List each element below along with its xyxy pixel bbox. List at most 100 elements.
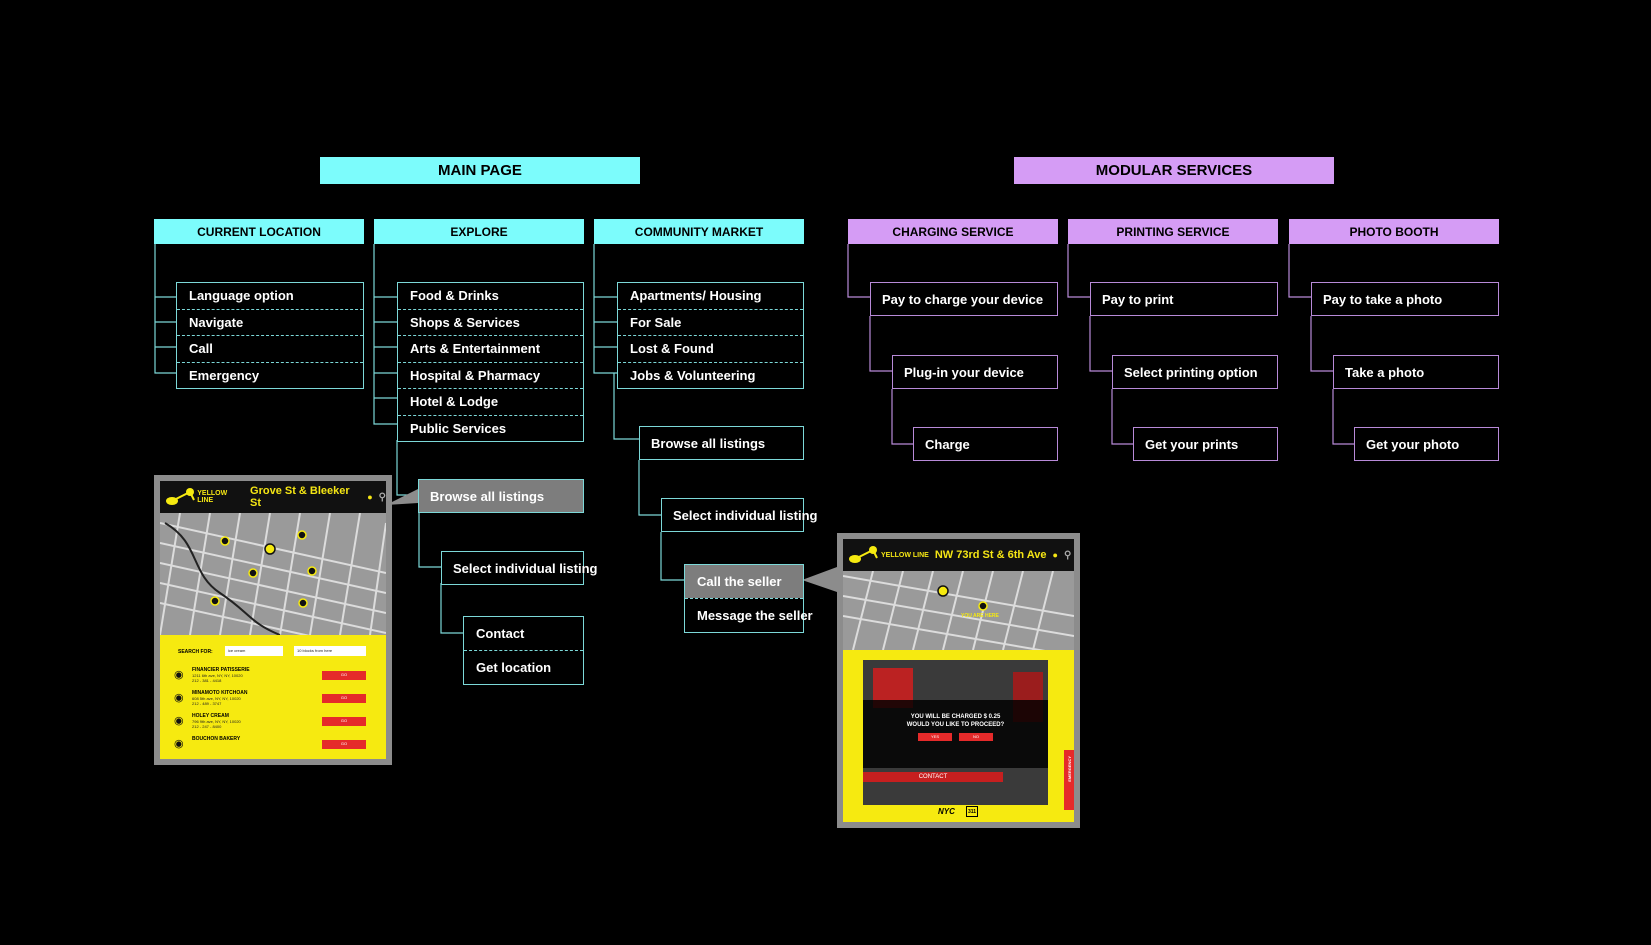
logo-text: YELLOW LINE (881, 551, 929, 559)
contact-button[interactable]: CONTACT (863, 772, 1003, 782)
kiosk-map[interactable] (160, 513, 386, 635)
list-item[interactable]: Emergency (177, 361, 363, 389)
n311-logo: 311 (966, 806, 978, 817)
photo-booth-header: PHOTO BOOTH (1289, 219, 1499, 244)
result-name: BOUCHON BAKERY (192, 736, 241, 742)
list-item[interactable]: Call (177, 335, 363, 362)
printing-step-3[interactable]: Get your prints (1133, 427, 1278, 461)
kiosk-top-bar: YELLOW LINE NW 73rd St & 6th Ave ● ⚲ (843, 539, 1074, 571)
street-grid (160, 513, 386, 635)
kiosk-results-panel: SEARCH FOR: ice cream 10 blocks from her… (160, 635, 386, 759)
community-end-list: Call the seller Message the seller (684, 564, 813, 633)
charging-step-2[interactable]: Plug-in your device (892, 355, 1058, 389)
kiosk-map[interactable]: YOU ARE HERE (843, 571, 1074, 650)
current-location-header: CURRENT LOCATION (154, 219, 364, 244)
list-item[interactable]: ◉ HOLEY CREAM 796 9th ave, NY, NY, 10020… (174, 713, 374, 733)
result-address: 608 5th ave, NY, NY, 10020 (192, 696, 241, 701)
emergency-tab[interactable]: EMERGENCY (1064, 750, 1074, 810)
list-item[interactable]: Lost & Found (618, 335, 803, 362)
list-item[interactable]: ◉ FINANCIER PATISSERIE 1211 6th ave, NY,… (174, 667, 374, 687)
yellow-line-logo-icon (849, 546, 878, 563)
printing-step-1[interactable]: Pay to print (1090, 282, 1278, 316)
logo-text: YELLOW LINE (197, 490, 228, 504)
street-grid (843, 571, 1074, 650)
list-item[interactable]: ◉ BOUCHON BAKERY GO (174, 736, 374, 756)
search-icon[interactable]: ⚲ (378, 491, 386, 503)
printing-service-header: PRINTING SERVICE (1068, 219, 1278, 244)
map-pin-icon: ◉ (174, 692, 184, 704)
kiosk-location: NW 73rd St & 6th Ave (934, 549, 1047, 561)
map-pin-icon: ◉ (174, 738, 184, 750)
pin-icon: ● (1052, 550, 1058, 560)
charging-service-header: CHARGING SERVICE (848, 219, 1058, 244)
list-item[interactable]: Language option (189, 288, 294, 303)
explore-list: Food & Drinks Shops & Services Arts & En… (397, 282, 584, 442)
search-input[interactable]: ice cream (225, 646, 283, 656)
go-button[interactable]: GO (322, 717, 366, 726)
kiosk-screen-charging: YELLOW LINE NW 73rd St & 6th Ave ● ⚲ YOU… (837, 533, 1080, 828)
map-pin-icon: ◉ (174, 715, 184, 727)
result-phone: 212 - 247 - 8400 (192, 724, 222, 729)
result-phone: 212 - 381 - 4418 (192, 678, 222, 683)
pin-icon: ● (367, 492, 373, 502)
range-select[interactable]: 10 blocks from here (294, 646, 366, 656)
community-browse-all[interactable]: Browse all listings (639, 426, 804, 460)
result-phone: 212 - 489 - 3747 (192, 701, 222, 706)
list-item[interactable]: Call the seller (685, 565, 803, 598)
list-item[interactable]: Apartments/ Housing (630, 288, 762, 303)
list-item[interactable]: Arts & Entertainment (398, 335, 583, 362)
community-market-header: COMMUNITY MARKET (594, 219, 804, 244)
printing-step-2[interactable]: Select printing option (1112, 355, 1278, 389)
result-name: MINAMOTO KITCHOAN (192, 690, 248, 696)
photo-step-2[interactable]: Take a photo (1333, 355, 1499, 389)
charging-step-3[interactable]: Charge (913, 427, 1058, 461)
emergency-label: EMERGENCY (1067, 756, 1072, 782)
photo-step-1[interactable]: Pay to take a photo (1311, 282, 1499, 316)
result-address: 796 9th ave, NY, NY, 10020 (192, 719, 241, 724)
explore-header: EXPLORE (374, 219, 584, 244)
list-item[interactable]: For Sale (618, 308, 803, 336)
no-button[interactable]: NO (959, 733, 993, 741)
charge-prompt-dialog: YOU WILL BE CHARGED $ 0.25 WOULD YOU LIK… (863, 700, 1048, 768)
community-select-listing[interactable]: Select individual listing (661, 498, 817, 532)
kiosk-top-bar: YELLOW LINE Grove St & Bleeker St ● ⚲ (160, 481, 386, 513)
charging-step-1[interactable]: Pay to charge your device (870, 282, 1058, 316)
go-button[interactable]: GO (322, 671, 366, 680)
map-pin-icon: ◉ (174, 669, 184, 681)
kiosk-screen-explore: YELLOW LINE Grove St & Bleeker St ● ⚲ SE… (154, 475, 392, 765)
search-icon[interactable]: ⚲ (1063, 549, 1072, 561)
you-are-here-label: YOU ARE HERE (961, 613, 999, 619)
list-item[interactable]: Get location (464, 650, 583, 684)
yellow-line-logo-icon (166, 488, 195, 505)
kiosk-content-panel: YOU WILL BE CHARGED $ 0.25 WOULD YOU LIK… (843, 650, 1074, 822)
prompt-line-2: WOULD YOU LIKE TO PROCEED? (906, 722, 1005, 728)
result-address: 1211 6th ave, NY, NY, 10020 (192, 673, 243, 678)
list-item[interactable]: Shops & Services (398, 308, 583, 336)
modular-services-header: MODULAR SERVICES (1014, 157, 1334, 184)
list-item[interactable]: Jobs & Volunteering (618, 361, 803, 389)
result-name: FINANCIER PATISSERIE (192, 667, 250, 673)
photo-step-3[interactable]: Get your photo (1354, 427, 1499, 461)
main-page-header: MAIN PAGE (320, 157, 640, 184)
kiosk-location: Grove St & Bleeker St (250, 485, 350, 509)
list-item[interactable]: Food & Drinks (410, 288, 499, 303)
community-market-list: Apartments/ Housing For Sale Lost & Foun… (617, 282, 804, 389)
explore-end-list: Contact Get location (463, 616, 584, 685)
list-item[interactable]: ◉ MINAMOTO KITCHOAN 608 5th ave, NY, NY,… (174, 690, 374, 710)
yes-button[interactable]: YES (918, 733, 952, 741)
photo-background: YOU WILL BE CHARGED $ 0.25 WOULD YOU LIK… (863, 660, 1048, 805)
go-button[interactable]: GO (322, 694, 366, 703)
search-label: SEARCH FOR: (178, 649, 213, 655)
list-item[interactable]: Hospital & Pharmacy (398, 361, 583, 389)
list-item[interactable]: Contact (476, 626, 525, 641)
list-item[interactable]: Public Services (398, 414, 583, 442)
prompt-line-1: YOU WILL BE CHARGED $ 0.25 (910, 714, 1001, 720)
list-item[interactable]: Navigate (177, 308, 363, 336)
list-item[interactable]: Hotel & Lodge (398, 388, 583, 415)
explore-browse-all[interactable]: Browse all listings (418, 479, 584, 513)
explore-select-listing[interactable]: Select individual listing (441, 551, 597, 585)
list-item[interactable]: Message the seller (685, 598, 813, 632)
go-button[interactable]: GO (322, 740, 366, 749)
nyc-logo: NYC (938, 807, 955, 816)
